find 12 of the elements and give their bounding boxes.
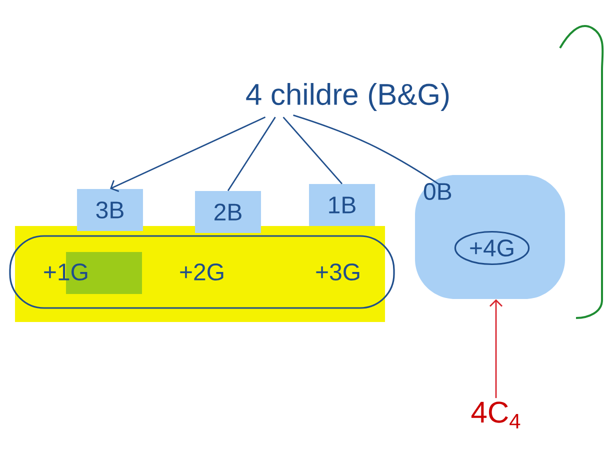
circled-text: +4G xyxy=(454,230,530,266)
connector-line xyxy=(227,116,276,192)
group-outline: +1G +2G +3G xyxy=(9,235,395,309)
label-box: 3B xyxy=(77,189,143,231)
formula-text: 4C$_{4}$ xyxy=(471,402,520,428)
arrow xyxy=(490,299,502,398)
label-box: 1B xyxy=(309,184,375,226)
label-box: 2B xyxy=(195,191,261,233)
connector-line xyxy=(282,116,343,184)
connector-line xyxy=(293,114,440,186)
arrow xyxy=(110,116,266,192)
heading-text: 4 childre (B&G) xyxy=(246,83,449,111)
